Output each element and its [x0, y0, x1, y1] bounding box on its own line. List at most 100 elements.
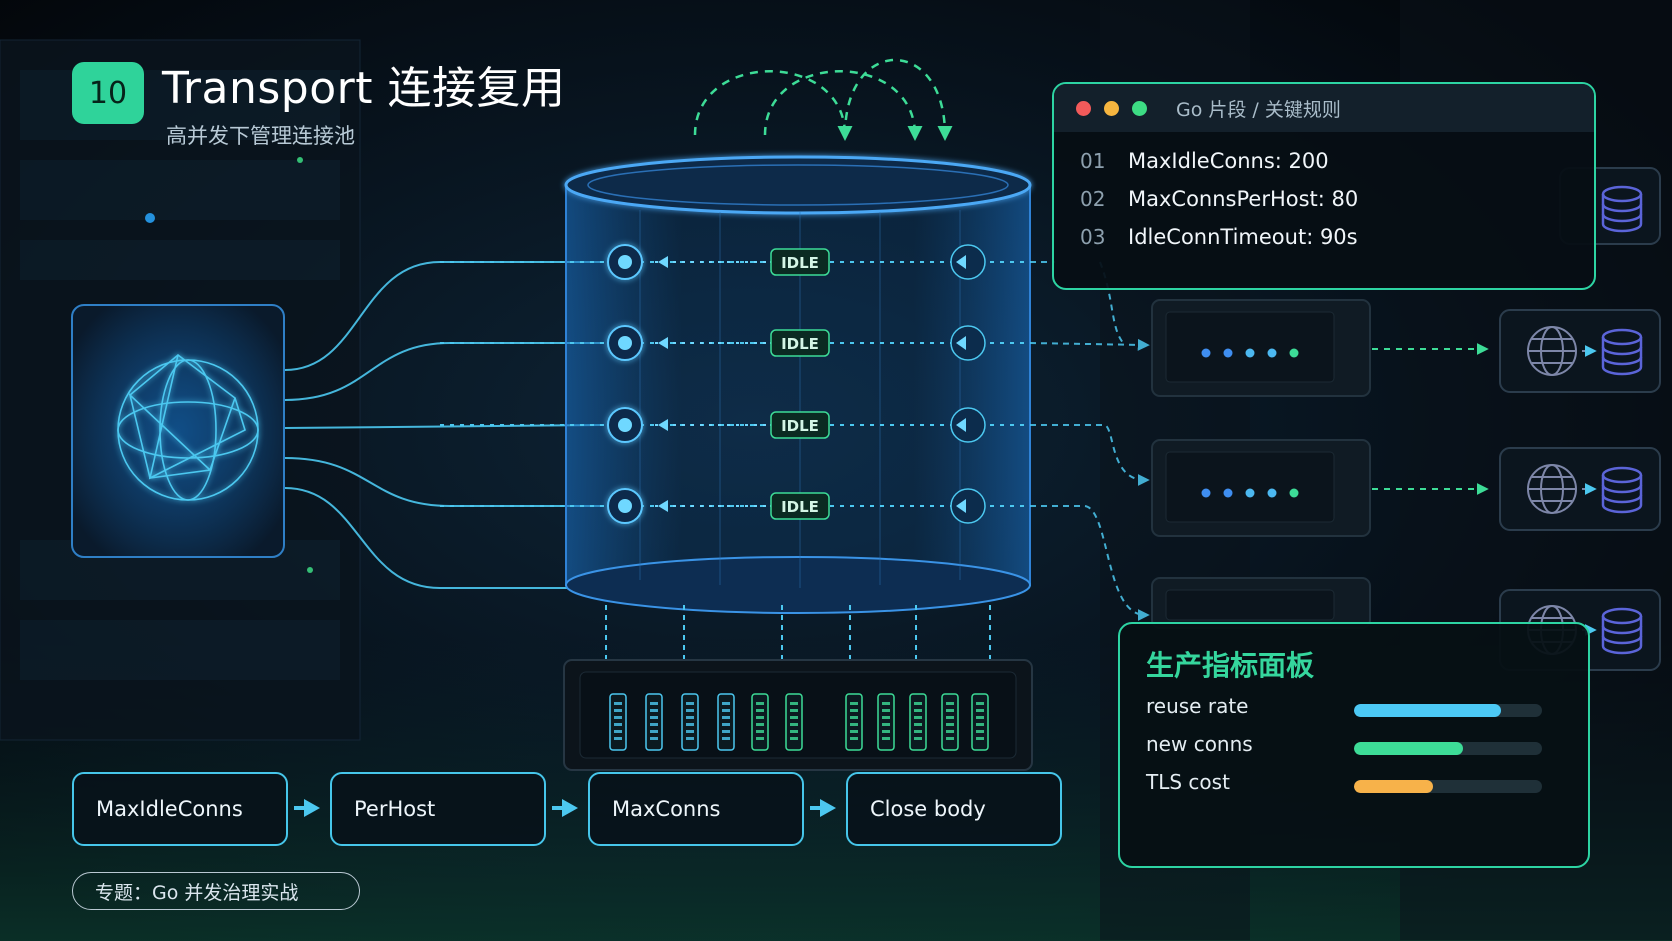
drive-bay-icon [751, 693, 769, 751]
arrow-left-icon [658, 256, 668, 268]
idle-connection-slot: IDLE [440, 325, 1030, 361]
metrics-title: 生产指标面板 [1146, 649, 1315, 682]
flow-arrow-icon [810, 799, 836, 817]
drive-bay-icon [877, 693, 895, 751]
metric-bar-fill [1354, 704, 1501, 717]
flow-step-max-conns: MaxConns [588, 772, 804, 846]
status-led-icon [1289, 348, 1299, 358]
line-number: 03 [1080, 225, 1106, 249]
idle-connection-slot: IDLE [440, 407, 1030, 443]
arrow-left-icon [658, 337, 668, 349]
globe-network-icon [117, 353, 259, 501]
drive-bay-icon [609, 693, 627, 751]
metric-bar-track [1354, 742, 1542, 755]
metrics-panel: 生产指标面板 reuse rate new conns TLS cost [1118, 622, 1590, 868]
globe-icon [1527, 464, 1577, 514]
idle-label: IDLE [781, 498, 819, 516]
status-led-icon [1267, 488, 1277, 498]
socket-node-icon [950, 325, 986, 361]
idle-badge [770, 492, 830, 520]
drive-bay-icon [845, 693, 863, 751]
flow-arrow-icon [552, 799, 578, 817]
drive-bays [609, 693, 989, 751]
drive-bay-icon [645, 693, 663, 751]
status-led-icon [1223, 488, 1233, 498]
page-title: Transport 连接复用 [162, 63, 566, 114]
idle-badge [770, 329, 830, 357]
window-close-dot-icon[interactable] [1076, 100, 1091, 116]
drive-bay-icon [909, 693, 927, 751]
metric-new-conns: new conns [1146, 732, 1566, 762]
status-led-icon [1201, 348, 1211, 358]
server-group [1151, 299, 1489, 629]
socket-core-icon [618, 418, 632, 432]
connection-pool-cylinder [564, 155, 1032, 614]
status-led-icon [1201, 488, 1211, 498]
service-box [1499, 309, 1661, 393]
slide-number-badge: 10 [72, 62, 144, 124]
drive-bay-icon [717, 693, 735, 751]
flow-step-close-body: Close body [846, 772, 1062, 846]
code-line: 01 MaxIdleConns: 200 [1080, 142, 1594, 180]
arrow-left-icon [956, 499, 966, 513]
idle-label: IDLE [781, 417, 819, 435]
flow-step-per-host: PerHost [330, 772, 546, 846]
status-led-icon [1223, 348, 1233, 358]
code-lines: 01 MaxIdleConns: 200 02 MaxConnsPerHost:… [1054, 132, 1594, 256]
storage-base [563, 605, 1033, 771]
flow-arrow-icon [294, 799, 320, 817]
server-icon [1151, 439, 1489, 537]
connection-lines [284, 261, 601, 589]
database-icon [1601, 466, 1643, 514]
code-text: MaxConnsPerHost: 80 [1128, 187, 1359, 211]
flow-step-max-idle-conns: MaxIdleConns [72, 772, 288, 846]
code-snippet-panel: Go 片段 / 关键规则 01 MaxIdleConns: 200 02 Max… [1052, 82, 1596, 290]
arrow-left-icon [956, 336, 966, 350]
server-rack-left [0, 39, 361, 741]
metric-label: TLS cost [1146, 770, 1230, 794]
line-number: 02 [1080, 187, 1106, 211]
socket-node-icon [950, 407, 986, 443]
idle-rows: IDLE IDLE IDLE IDLE [440, 244, 1030, 524]
server-icon [1151, 299, 1489, 397]
metric-bar-track [1354, 704, 1542, 717]
drive-bay-icon [971, 693, 989, 751]
database-icon [1601, 185, 1643, 233]
socket-node-icon [950, 488, 986, 524]
status-led-icon [1245, 488, 1255, 498]
code-text: MaxIdleConns: 200 [1128, 149, 1329, 173]
arrow-left-icon [956, 255, 966, 269]
arrow-left-icon [956, 418, 966, 432]
status-led-icon [1267, 348, 1277, 358]
drive-bay-icon [681, 693, 699, 751]
idle-connection-slot: IDLE [440, 244, 1030, 280]
topic-tag: 专题：Go 并发治理实战 [72, 872, 360, 910]
code-text: IdleConnTimeout: 90s [1128, 225, 1358, 249]
status-led-icon [1289, 488, 1299, 498]
metric-bar-track [1354, 780, 1542, 793]
code-line: 03 IdleConnTimeout: 90s [1080, 218, 1594, 256]
status-led-icon [1245, 348, 1255, 358]
code-panel-header: Go 片段 / 关键规则 [1054, 84, 1594, 132]
arrow-left-icon [658, 419, 668, 431]
socket-node-icon [950, 244, 986, 280]
socket-core-icon [618, 255, 632, 269]
arrow-left-icon [658, 500, 668, 512]
globe-panel [71, 304, 285, 558]
code-line: 02 MaxConnsPerHost: 80 [1080, 180, 1594, 218]
database-icon [1601, 328, 1643, 376]
idle-label: IDLE [781, 335, 819, 353]
metric-label: new conns [1146, 732, 1253, 756]
window-maximize-dot-icon[interactable] [1132, 100, 1147, 116]
idle-label: IDLE [781, 254, 819, 272]
metric-label: reuse rate [1146, 694, 1249, 718]
metric-bar-fill [1354, 780, 1433, 793]
drive-bay-icon [785, 693, 803, 751]
window-minimize-dot-icon[interactable] [1104, 100, 1119, 116]
database-icon [1601, 607, 1643, 655]
metric-bar-fill [1354, 742, 1464, 755]
metric-tls-cost: TLS cost [1146, 770, 1566, 800]
service-box [1499, 447, 1661, 531]
socket-core-icon [618, 336, 632, 350]
idle-badge [770, 411, 830, 439]
